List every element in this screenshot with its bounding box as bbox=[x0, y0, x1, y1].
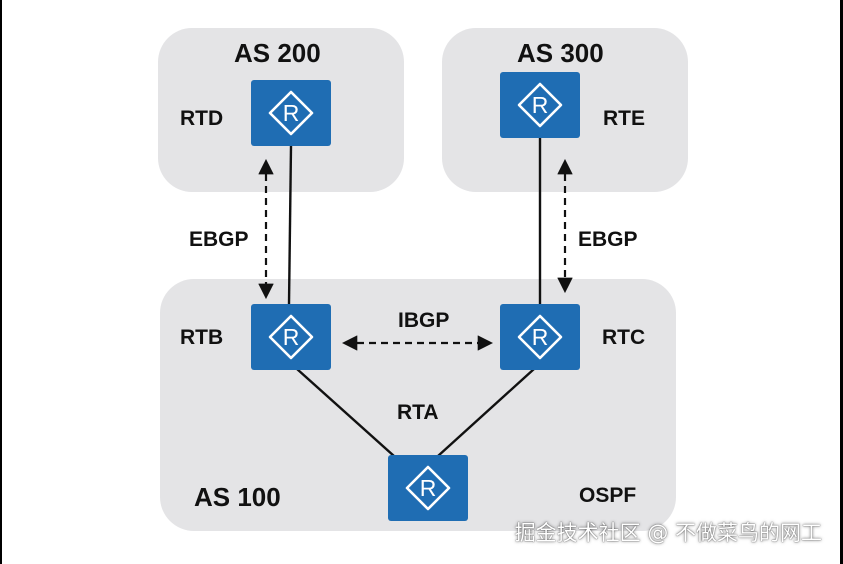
ebgp-label-left: EBGP bbox=[189, 228, 249, 251]
ibgp-label: IBGP bbox=[398, 309, 450, 332]
link-rtc-rta bbox=[437, 368, 535, 457]
link-rtd-rtb bbox=[287, 145, 293, 305]
router-icon: R bbox=[268, 90, 314, 136]
router-label-rtd: RTD bbox=[180, 107, 224, 130]
router-icon: R bbox=[405, 465, 451, 511]
router-rtb: R bbox=[251, 304, 331, 370]
router-glyph-letter: R bbox=[420, 475, 437, 501]
router-rta: R bbox=[388, 455, 468, 521]
router-icon: R bbox=[517, 314, 563, 360]
router-label-rtb: RTB bbox=[180, 326, 224, 349]
router-label-rta: RTA bbox=[397, 401, 439, 424]
router-glyph-letter: R bbox=[532, 324, 549, 350]
as-100-label: AS 100 bbox=[194, 482, 281, 512]
router-label-rte: RTE bbox=[603, 107, 645, 130]
ebgp-label-right: EBGP bbox=[578, 228, 638, 251]
router-glyph-letter: R bbox=[532, 92, 549, 118]
router-rtc: R bbox=[500, 304, 580, 370]
router-rtd: R bbox=[251, 80, 331, 146]
link-rtb-rta bbox=[296, 368, 395, 457]
watermark: 掘金技术社区 @ 不做菜鸟的网工 bbox=[514, 521, 822, 545]
router-icon: R bbox=[517, 82, 563, 128]
as-300-label: AS 300 bbox=[517, 38, 604, 68]
ospf-label: OSPF bbox=[579, 484, 637, 507]
router-glyph-letter: R bbox=[283, 100, 300, 126]
as-200-label: AS 200 bbox=[234, 38, 321, 68]
router-label-rtc: RTC bbox=[602, 326, 646, 349]
router-glyph-letter: R bbox=[283, 324, 300, 350]
router-icon: R bbox=[268, 314, 314, 360]
router-rte: R bbox=[500, 72, 580, 138]
